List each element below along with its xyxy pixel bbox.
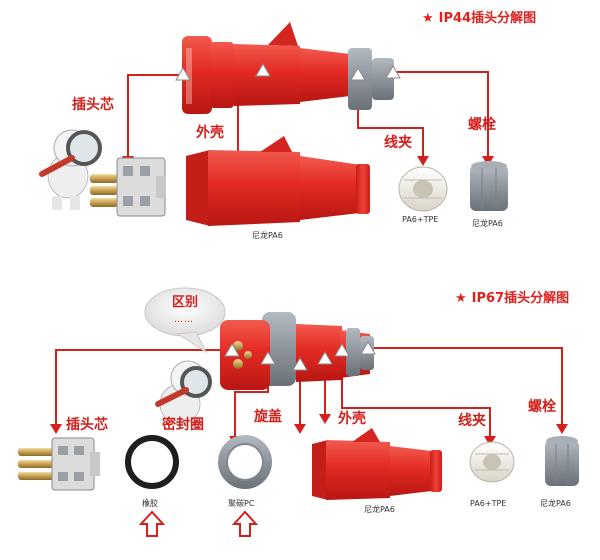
ip44-plug-core xyxy=(90,158,166,216)
ip44-material-clamp: PA6+TPE xyxy=(402,216,438,224)
ip44-assembled-plug xyxy=(182,22,394,114)
ip44-label-shell: 外壳 xyxy=(196,126,224,140)
ip67-magnifier-mascot xyxy=(158,361,210,424)
ip67-label-clamp: 线夹 xyxy=(458,414,486,428)
ip67-label-bolt: 螺栓 xyxy=(528,400,556,414)
ip67-material-shell: 尼龙PA6 xyxy=(364,506,395,514)
ip67-bolt-nut xyxy=(545,436,579,486)
ip67-cable-clamp xyxy=(470,442,514,482)
ip67-section-title: ★ IP67插头分解图 xyxy=(455,292,569,305)
ip67-label-cap: 旋盖 xyxy=(254,410,282,424)
ip67-plug-core xyxy=(18,438,100,490)
ip67-label-seal: 密封圈 xyxy=(162,418,204,432)
ip67-twist-cap xyxy=(218,435,272,489)
ip44-bolt-nut xyxy=(470,161,508,211)
ip44-title-text: IP44插头分解图 xyxy=(439,11,536,26)
ip44-outer-shell xyxy=(186,136,370,226)
ip67-assembled-plug xyxy=(220,312,374,390)
ip67-title-text: IP67插头分解图 xyxy=(472,291,569,306)
ip44-label-bolt: 螺栓 xyxy=(468,118,496,132)
bubble-ellipsis: …… xyxy=(174,316,194,325)
ip44-section-title: ★ IP44插头分解图 xyxy=(422,12,536,25)
ip44-magnifier-mascot xyxy=(42,130,100,210)
ip67-label-shell: 外壳 xyxy=(338,412,366,426)
ip67-label-core: 插头芯 xyxy=(66,418,108,432)
bubble-difference-text: 区别 xyxy=(172,296,198,309)
ip67-rubber-seal xyxy=(128,438,176,486)
ip67-material-bolt: 尼龙PA6 xyxy=(540,500,571,508)
ip44-material-bolt: 尼龙PA6 xyxy=(472,220,503,228)
ip44-label-core: 插头芯 xyxy=(72,98,114,112)
ip67-highlight-arrows xyxy=(141,512,256,536)
ip44-material-shell: 尼龙PA6 xyxy=(252,232,283,240)
ip67-material-seal: 橡胶 xyxy=(142,500,158,508)
star-icon: ★ xyxy=(455,291,467,306)
ip67-outer-shell xyxy=(312,428,442,500)
ip67-material-clamp: PA6+TPE xyxy=(470,500,506,508)
star-icon: ★ xyxy=(422,11,434,26)
ip44-label-clamp: 线夹 xyxy=(384,136,412,150)
ip67-material-cap: 聚碳PC xyxy=(228,500,254,508)
ip44-cable-clamp xyxy=(399,167,447,211)
